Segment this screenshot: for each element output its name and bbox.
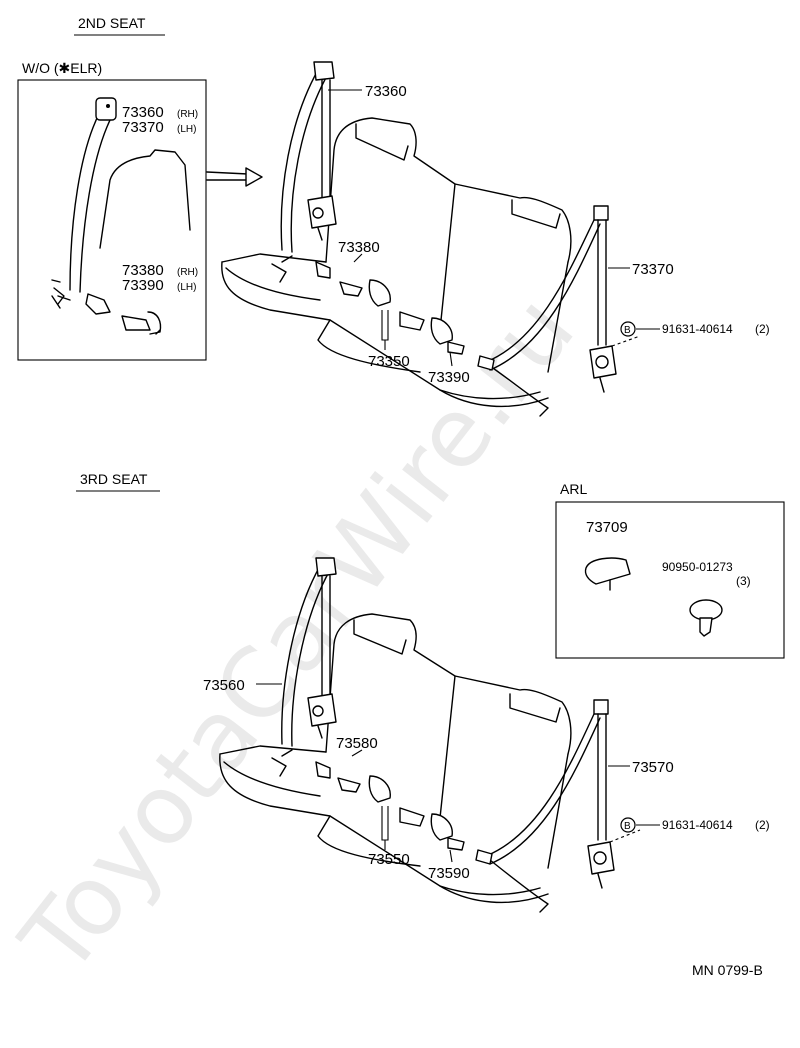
inset-arrow bbox=[206, 167, 263, 187]
part-73360: 73360 bbox=[365, 83, 407, 100]
bolt-part-3rd: 91631-40614 bbox=[662, 818, 733, 832]
part-73350: 73350 bbox=[368, 353, 410, 370]
bolt-qty-3rd: (2) bbox=[755, 818, 770, 832]
part-73709: 73709 bbox=[586, 519, 628, 536]
wo-elr-inset-frame bbox=[17, 79, 207, 361]
part-73560: 73560 bbox=[203, 677, 245, 694]
third-seat-drawing bbox=[219, 557, 641, 913]
arl-inset-frame bbox=[555, 501, 785, 659]
inset-lh-label-2: (LH) bbox=[177, 282, 196, 293]
second-seat-heading: 2ND SEAT bbox=[78, 15, 146, 31]
inset-seatbelt-drawing bbox=[51, 97, 191, 335]
bolt-marker-2nd: B bbox=[620, 321, 636, 337]
svg-text:B: B bbox=[624, 821, 631, 832]
inset-rh-label-1: (RH) bbox=[177, 109, 198, 120]
part-73550: 73550 bbox=[368, 851, 410, 868]
bolt-qty-2nd: (2) bbox=[755, 322, 770, 336]
inset-rh-label-2: (RH) bbox=[177, 267, 198, 278]
inset-part-73380: 73380 bbox=[122, 262, 164, 279]
bolt-part-2nd: 91631-40614 bbox=[662, 322, 733, 336]
svg-text:B: B bbox=[624, 325, 631, 336]
part-73580: 73580 bbox=[336, 735, 378, 752]
wo-elr-label: W/O (✱ELR) bbox=[22, 60, 102, 76]
inset-part-73390: 73390 bbox=[122, 277, 164, 294]
watermark: ToyotaCarWire.ru bbox=[0, 275, 596, 995]
inset-part-73370: 73370 bbox=[122, 119, 164, 136]
second-seat-drawing bbox=[221, 61, 641, 417]
inset-lh-label-1: (LH) bbox=[177, 124, 196, 135]
figure-code: MN 0799-B bbox=[692, 962, 763, 978]
third-seat-heading: 3RD SEAT bbox=[80, 471, 148, 487]
part-90950-qty: (3) bbox=[736, 574, 751, 588]
inset-part-73360: 73360 bbox=[122, 104, 164, 121]
arl-clip-drawing bbox=[689, 599, 723, 637]
arl-label: ARL bbox=[560, 481, 587, 497]
part-73570: 73570 bbox=[632, 759, 674, 776]
part-73370: 73370 bbox=[632, 261, 674, 278]
bolt-marker-3rd: B bbox=[620, 817, 636, 833]
arl-cover-drawing bbox=[584, 557, 631, 591]
third-seat-leaders bbox=[256, 683, 630, 863]
part-73380: 73380 bbox=[338, 239, 380, 256]
second-seat-leaders bbox=[328, 89, 630, 367]
part-73390: 73390 bbox=[428, 369, 470, 386]
part-90950-01273: 90950-01273 bbox=[662, 560, 733, 574]
part-73590: 73590 bbox=[428, 865, 470, 882]
